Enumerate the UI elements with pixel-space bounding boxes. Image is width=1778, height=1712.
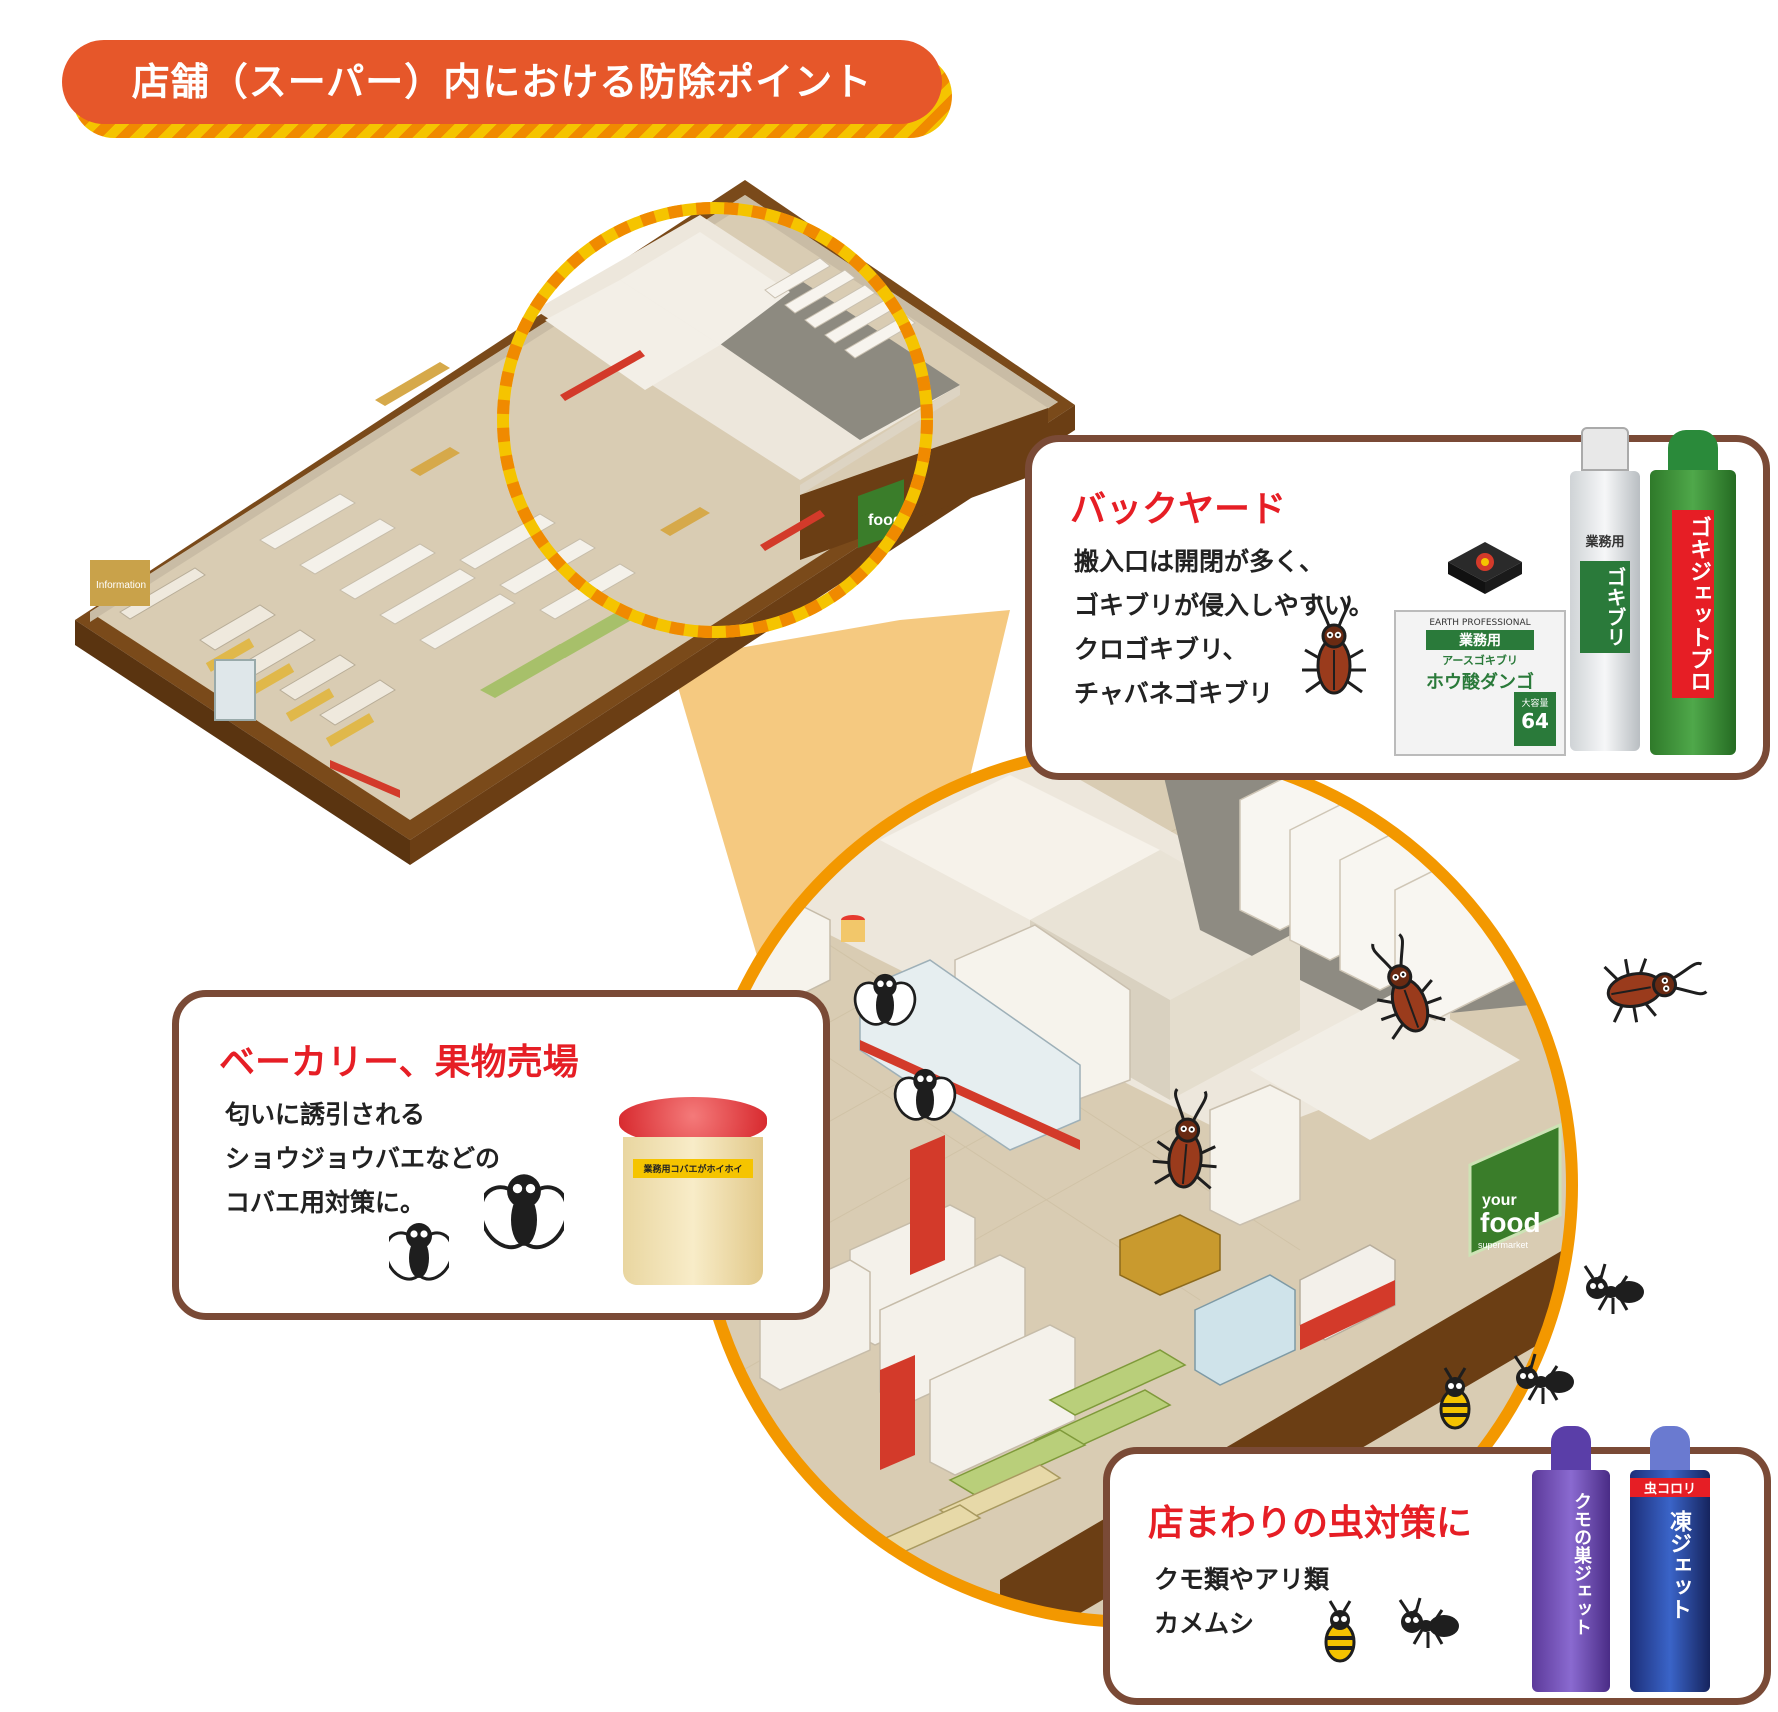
bait-box-brand: EARTH PROFESSIONAL: [1429, 618, 1531, 628]
cockroach-icon: [1601, 944, 1711, 1028]
outside-card: 店まわりの虫対策に クモ類やアリ類 カメムシ クモの巣ジェット 虫コロリ 凍ジェ…: [1103, 1426, 1771, 1705]
blue-can-top: 虫コロリ: [1630, 1478, 1710, 1497]
backyard-heading: バックヤード: [1070, 489, 1287, 530]
outside-heading: 店まわりの虫対策に: [1148, 1503, 1473, 1544]
green-spray-can-icon: ゴキジェットプロ: [1650, 430, 1736, 760]
purple-can-main: クモの巣ジェット: [1571, 1492, 1592, 1636]
store-sign-line1: your: [1482, 1192, 1517, 1209]
fly-trap-label: 業務用コバエがホイホイ: [633, 1159, 753, 1178]
bait-box-size: 大容量: [1521, 699, 1549, 709]
white-spray-can-icon: 業務用 ゴキブリ: [1570, 427, 1640, 757]
bait-box-sub: アースゴキブリ: [1442, 654, 1518, 667]
zoom-cone: [670, 610, 1010, 1000]
bait-box-count: 64: [1521, 709, 1549, 733]
information-sign: Information: [96, 580, 146, 591]
fly-icon: [389, 1221, 449, 1287]
bait-station-icon: [1448, 542, 1522, 594]
store-sign-line2: food: [1480, 1207, 1541, 1238]
page-title: 店舗（スーパー）内における防除ポイント: [62, 40, 942, 124]
bakery-heading: ベーカリー、果物売場: [219, 1042, 579, 1083]
cockroach-icon: [1300, 594, 1368, 695]
bakery-card: ベーカリー、果物売場 匂いに誘引される ショウジョウバエなどの コバエ用対策に。…: [172, 990, 830, 1320]
bait-box-count-badge: 大容量 64: [1514, 692, 1556, 746]
stink-bug-icon: [1324, 1600, 1356, 1663]
store-sign-line3: supermarket: [1478, 1240, 1529, 1250]
backyard-card: バックヤード 搬入口は開閉が多く、 ゴキブリが侵入しやすい。 クロゴキブリ、 チ…: [1025, 427, 1770, 780]
green-can-main: ゴキジェットプロ: [1672, 510, 1714, 698]
bait-box-label: 業務用: [1426, 630, 1534, 650]
fly-trap-jar-icon: 業務用コバエがホイホイ: [619, 1097, 767, 1297]
ant-icon: [1398, 1596, 1461, 1650]
fly-icon: [484, 1172, 564, 1257]
backyard-text: 搬入口は開閉が多く、 ゴキブリが侵入しやすい。 クロゴキブリ、 チャバネゴキブリ: [1074, 547, 1374, 708]
bait-box-main: ホウ酸ダンゴ: [1426, 672, 1534, 693]
purple-spray-can-icon: クモの巣ジェット: [1532, 1426, 1610, 1696]
ant-icon: [1583, 1262, 1646, 1316]
blue-can-main: 凍ジェット: [1666, 1510, 1691, 1620]
white-can-main: ゴキブリ: [1580, 561, 1630, 653]
outside-text: クモ類やアリ類 カメムシ: [1154, 1565, 1330, 1638]
store-overview: food Information: [75, 180, 1075, 865]
bait-box-icon: EARTH PROFESSIONAL 業務用 アースゴキブリ ホウ酸ダンゴ 大容…: [1394, 610, 1566, 756]
white-can-label: 業務用: [1585, 535, 1625, 550]
bakery-text: 匂いに誘引される ショウジョウバエなどの コバエ用対策に。: [225, 1100, 501, 1217]
page-title-banner: 店舗（スーパー）内における防除ポイント: [62, 40, 952, 138]
blue-spray-can-icon: 虫コロリ 凍ジェット: [1630, 1426, 1710, 1696]
focus-circle-stripes: [497, 202, 933, 638]
